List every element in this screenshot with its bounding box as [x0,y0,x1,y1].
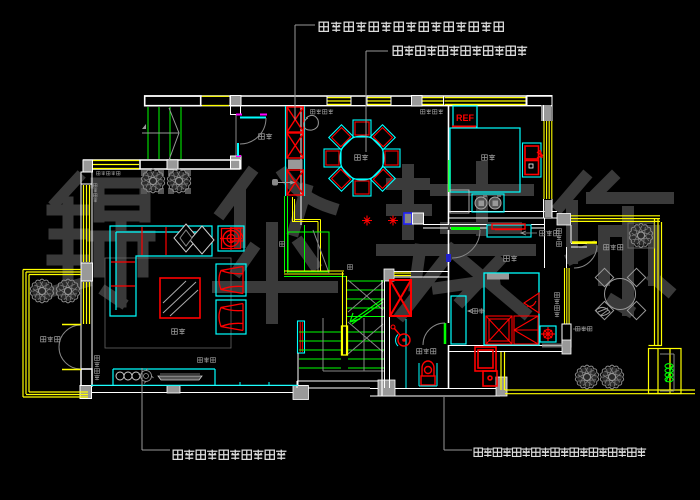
svg-text:REF: REF [456,113,475,123]
